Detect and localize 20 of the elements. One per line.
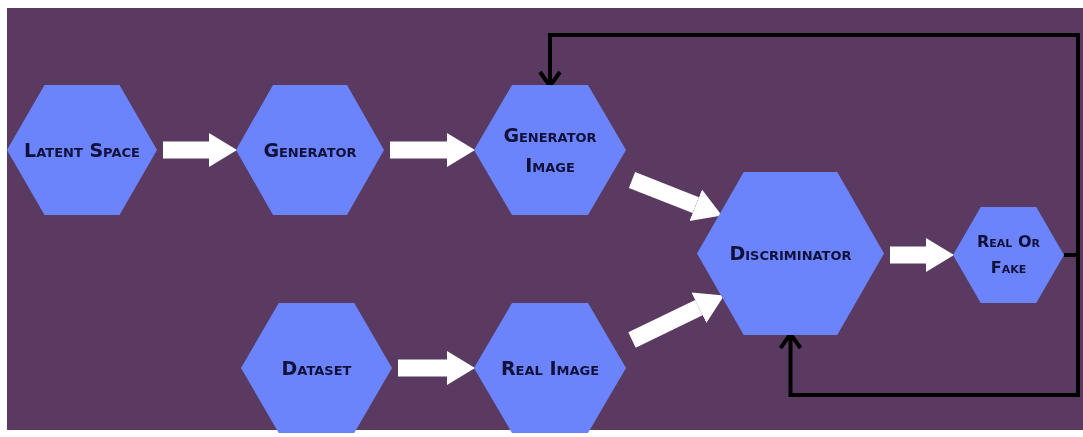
arrow: [163, 133, 237, 167]
arrow: [628, 172, 722, 221]
node-label: Generator Image: [502, 122, 598, 178]
node-label: Generator: [262, 137, 358, 163]
node-label: Real Or Fake: [976, 231, 1041, 279]
node-label: Discriminator: [728, 241, 853, 267]
hexagon-node: [697, 172, 884, 335]
node-label: Dataset: [280, 355, 353, 381]
hexagon-node: [7, 85, 157, 215]
hexagon-node: [474, 85, 626, 215]
node-label: Real Image: [499, 355, 601, 381]
arrow: [398, 351, 475, 385]
arrow: [890, 238, 954, 272]
arrow: [628, 292, 725, 348]
hexagon-node: [474, 303, 626, 433]
hexagon-node: [236, 85, 384, 215]
arrow: [390, 133, 475, 167]
hexagon-node: [241, 303, 392, 433]
node-label: Latent Space: [23, 137, 141, 163]
hexagon-node: [953, 207, 1064, 303]
